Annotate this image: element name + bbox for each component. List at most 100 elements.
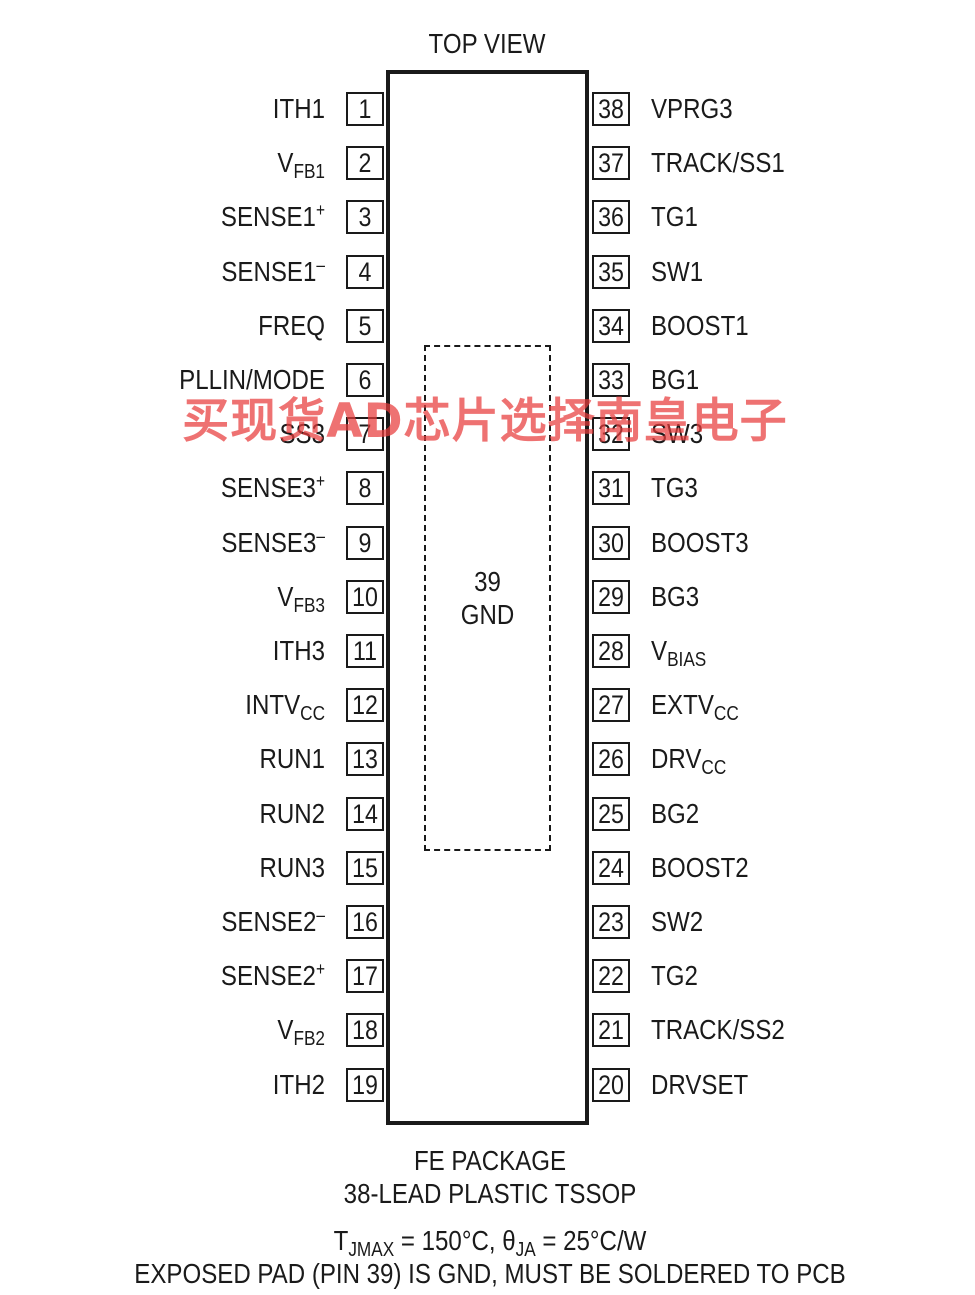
pin-22-label: TG2 bbox=[651, 961, 909, 991]
pin-number: 15 bbox=[352, 852, 378, 883]
pin-14-label: RUN2 bbox=[97, 798, 325, 829]
pin-11-label: ITH3 bbox=[97, 636, 325, 666]
pin-name-text: V bbox=[651, 635, 668, 666]
thermal-spec: TJMAX = 150°C, θJA = 25°C/W bbox=[232, 1225, 748, 1262]
pin-23-box: 23 bbox=[592, 905, 630, 939]
pin-19-box: 19 bbox=[346, 1067, 384, 1102]
pin-3-label: SENSE1+ bbox=[97, 200, 325, 235]
pin-25-box: 25 bbox=[592, 796, 630, 831]
pin-number: 2 bbox=[358, 148, 372, 179]
pin-16-box: 16 bbox=[346, 905, 384, 939]
pin-name-text: SW3 bbox=[651, 418, 704, 450]
pin-number: 36 bbox=[598, 202, 624, 233]
pin-10-label: VFB3 bbox=[97, 580, 325, 617]
package-description: 38-LEAD PLASTIC TSSOP bbox=[343, 1178, 637, 1209]
pin-name-text: RUN3 bbox=[259, 851, 325, 883]
pin-name-text: BOOST3 bbox=[651, 526, 749, 558]
pin-4-box: 4 bbox=[346, 254, 384, 289]
pin-name-text: SENSE2 bbox=[220, 960, 316, 992]
exposed-pad-number: 39 bbox=[474, 566, 501, 597]
pin-26-label: DRVCC bbox=[651, 743, 909, 780]
pin-16-label: SENSE2– bbox=[97, 905, 325, 940]
pin-number: 10 bbox=[352, 581, 378, 612]
pin-name-text: EXTV bbox=[651, 689, 714, 721]
pin-31-box: 31 bbox=[592, 471, 630, 506]
view-title: TOP VIEW bbox=[428, 28, 546, 59]
pin-25-label: BG2 bbox=[651, 797, 909, 829]
pin-name-superscript: – bbox=[316, 525, 325, 546]
pin-name-text: SS3 bbox=[279, 418, 325, 450]
pin-number: 4 bbox=[358, 256, 372, 287]
pin-name-text: ITH3 bbox=[272, 635, 325, 666]
pin-32-box: 32 bbox=[592, 417, 630, 452]
pin-name-text: SW2 bbox=[651, 906, 704, 937]
pin-name-subscript: FB2 bbox=[293, 1028, 325, 1051]
pin-5-box: 5 bbox=[346, 308, 384, 343]
pin-name-superscript: + bbox=[315, 200, 325, 221]
pin-18-label: VFB2 bbox=[97, 1015, 325, 1051]
pin-name-subscript: CC bbox=[300, 703, 325, 726]
pin-1-label: ITH1 bbox=[97, 94, 325, 124]
pin-number: 9 bbox=[358, 527, 372, 558]
pin-6-box: 6 bbox=[346, 363, 384, 397]
pin-20-label: DRVSET bbox=[651, 1068, 909, 1100]
pin-name-subscript: BIAS bbox=[667, 649, 707, 671]
pin-33-label: BG1 bbox=[651, 365, 909, 395]
pin-name-subscript: CC bbox=[713, 703, 739, 726]
pin-name-text: SENSE1 bbox=[221, 255, 317, 287]
pin-15-label: RUN3 bbox=[97, 851, 325, 883]
pin-name-text: V bbox=[277, 580, 294, 612]
pin-number: 30 bbox=[598, 527, 624, 558]
pin-name-superscript: + bbox=[315, 471, 325, 492]
pin-5-label: FREQ bbox=[97, 309, 325, 341]
pin-37-box: 37 bbox=[592, 146, 630, 181]
pin-36-box: 36 bbox=[592, 200, 630, 235]
pin-7-box: 7 bbox=[346, 417, 384, 452]
pin-17-box: 17 bbox=[346, 959, 384, 994]
pin-name-text: DRV bbox=[651, 743, 702, 775]
pin-name-subscript: FB3 bbox=[293, 594, 325, 617]
pin-name-text: VPRG3 bbox=[651, 93, 733, 124]
pin-29-box: 29 bbox=[592, 579, 630, 614]
pin-number: 5 bbox=[358, 310, 372, 341]
pin-13-label: RUN1 bbox=[97, 744, 325, 774]
pin-2-label: VFB1 bbox=[97, 148, 325, 184]
pin-number: 13 bbox=[352, 744, 378, 775]
pin-name-subscript: CC bbox=[701, 757, 727, 780]
pin-15-box: 15 bbox=[346, 850, 384, 885]
exposed-pad-label: GND bbox=[460, 599, 515, 630]
thermal-text: T bbox=[333, 1225, 349, 1256]
thermal-subscript: JMAX bbox=[348, 1239, 395, 1261]
pin-21-label: TRACK/SS2 bbox=[651, 1015, 909, 1045]
pin-27-box: 27 bbox=[592, 688, 630, 723]
pin-34-label: BOOST1 bbox=[651, 310, 909, 341]
pin-24-box: 24 bbox=[592, 850, 630, 885]
pin-name-text: BOOST2 bbox=[651, 851, 749, 883]
pin-30-box: 30 bbox=[592, 525, 630, 560]
pin-number: 14 bbox=[352, 798, 378, 829]
pin-number: 11 bbox=[352, 636, 378, 666]
pin-number: 35 bbox=[598, 256, 624, 287]
pin-number: 34 bbox=[598, 310, 624, 341]
pin-number: 8 bbox=[358, 473, 372, 504]
pin-name-text: DRVSET bbox=[651, 1068, 749, 1100]
pin-name-text: BG2 bbox=[651, 797, 700, 829]
pin-name-text: TG1 bbox=[651, 201, 698, 233]
pin-name-text: SENSE1 bbox=[220, 201, 316, 233]
pin-name-text: TRACK/SS1 bbox=[651, 147, 785, 179]
pin-name-superscript: – bbox=[316, 254, 325, 275]
pin-9-box: 9 bbox=[346, 525, 384, 560]
pin-number: 22 bbox=[598, 961, 624, 992]
pin-name-text: BG3 bbox=[651, 580, 700, 612]
thermal-subscript: JA bbox=[515, 1239, 536, 1261]
pin-30-label: BOOST3 bbox=[651, 526, 909, 558]
pin-12-box: 12 bbox=[346, 688, 384, 723]
pin-35-label: SW1 bbox=[651, 256, 909, 287]
pin-1-box: 1 bbox=[346, 92, 384, 126]
ic-package-body bbox=[386, 70, 589, 1125]
pin-name-text: FREQ bbox=[258, 309, 325, 341]
pin-name-text: PLLIN/MODE bbox=[179, 364, 325, 395]
pin-number: 37 bbox=[598, 148, 624, 179]
pin-number: 17 bbox=[352, 961, 378, 992]
pin-11-box: 11 bbox=[346, 634, 384, 668]
